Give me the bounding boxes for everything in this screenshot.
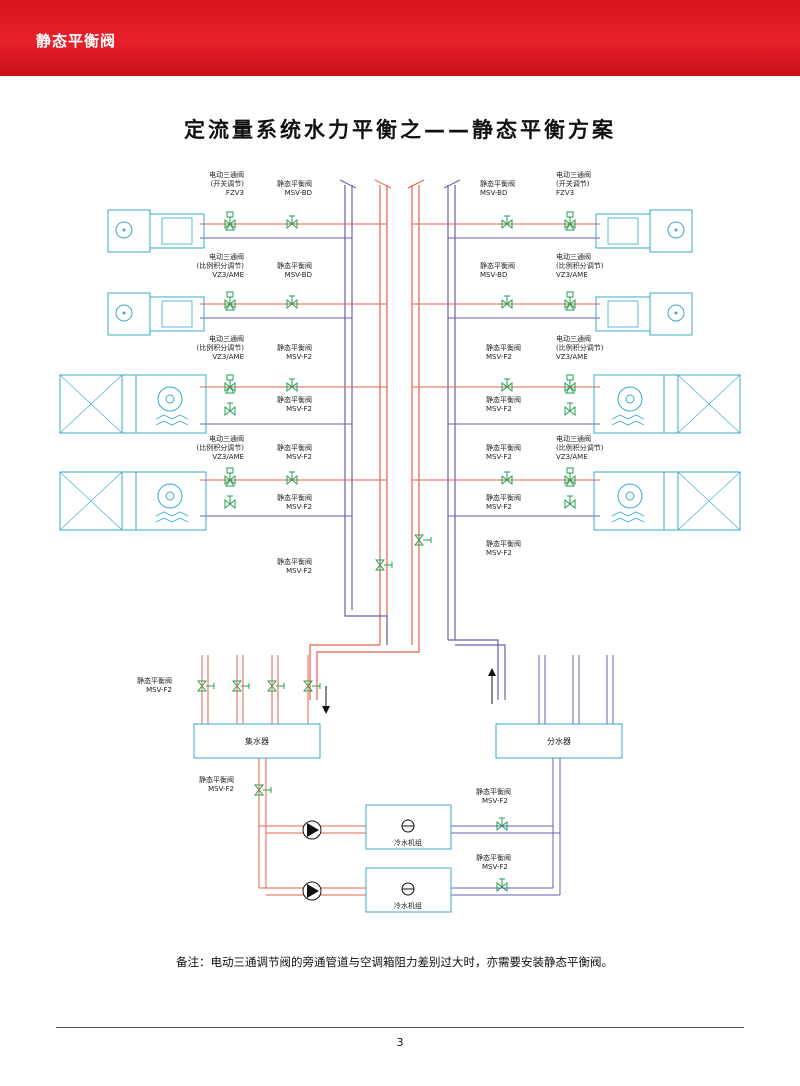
bal-name-r3: 静态平衡阀 xyxy=(486,343,521,352)
bal-name-r8: 静态平衡阀 xyxy=(476,787,511,796)
bal-name-l6: 静态平衡阀 xyxy=(277,493,312,502)
bal-name-l5: 静态平衡阀 xyxy=(277,443,312,452)
vz3-name-r3: 电动三通阀 xyxy=(556,434,591,443)
vz3-mode-r2: (比例积分调节) xyxy=(556,343,604,352)
header-bar: 静态平衡阀 xyxy=(0,0,800,76)
bal-name-l7: 静态平衡阀 xyxy=(277,557,312,566)
pump-icon xyxy=(302,820,322,901)
manifold-pipes xyxy=(201,655,614,730)
msvf2-l3: MSV-F2 xyxy=(286,353,312,361)
bal-name-r9: 静态平衡阀 xyxy=(476,853,511,862)
fzv3-mode-r: (开关调节) xyxy=(556,179,590,188)
collector-box xyxy=(193,723,321,759)
collector-label: 集水器 xyxy=(245,736,269,746)
chiller-2-box xyxy=(365,867,452,913)
vz3-name-l2: 电动三通阀 xyxy=(209,334,244,343)
bal-name-l2: 静态平衡阀 xyxy=(277,261,312,270)
branch-pipes xyxy=(200,223,600,517)
right-labels: 电动三通阀 (开关调节) FZV3 静态平衡阀 MSV-BD 电动三通阀 (比例… xyxy=(476,170,604,871)
chiller-2-label: 冷水机组 xyxy=(394,901,422,910)
vz3-model-l2: VZ3/AME xyxy=(212,353,244,361)
vz3-model-r1: VZ3/AME xyxy=(556,271,588,279)
chiller-1-box xyxy=(365,804,452,850)
msvf2-r8: MSV-F2 xyxy=(482,797,508,805)
bal-name-l9: 静态平衡阀 xyxy=(199,775,234,784)
vz3-name-r1: 电动三通阀 xyxy=(556,252,591,261)
vz3-mode-r1: (比例积分调节) xyxy=(556,261,604,270)
air-handling-units xyxy=(59,374,741,531)
vz3-name-l3: 电动三通阀 xyxy=(209,434,244,443)
distributor-label: 分水器 xyxy=(547,736,571,746)
bal-name-l3: 静态平衡阀 xyxy=(277,343,312,352)
bal-name-r1: 静态平衡阀 xyxy=(480,179,515,188)
msvbd-r1: MSV-BD xyxy=(480,189,507,197)
distributor-box xyxy=(495,723,623,759)
msvf2-l7: MSV-F2 xyxy=(286,567,312,575)
msvf2-l4: MSV-F2 xyxy=(286,405,312,413)
chiller-1-label: 冷水机组 xyxy=(394,838,422,847)
msvf2-l9: MSV-F2 xyxy=(208,785,234,793)
msvf2-l5: MSV-F2 xyxy=(286,453,312,461)
bal-name-r4: 静态平衡阀 xyxy=(486,395,521,404)
msvf2-r7: MSV-F2 xyxy=(486,549,512,557)
vz3-model-r2: VZ3/AME xyxy=(556,353,588,361)
fzv3-model-l: FZV3 xyxy=(226,189,244,197)
msvbd-r2: MSV-BD xyxy=(480,271,507,279)
msvf2-r6: MSV-F2 xyxy=(486,503,512,511)
bal-name-l8: 静态平衡阀 xyxy=(137,676,172,685)
msvf2-r9: MSV-F2 xyxy=(482,863,508,871)
fzv3-model-r: FZV3 xyxy=(556,189,574,197)
vz3-model-l3: VZ3/AME xyxy=(212,453,244,461)
fan-coil-units xyxy=(107,209,693,336)
bal-name-r5: 静态平衡阀 xyxy=(486,443,521,452)
bal-name-r2: 静态平衡阀 xyxy=(480,261,515,270)
msvbd-l2: MSV-BD xyxy=(285,271,312,279)
vz3-model-r3: VZ3/AME xyxy=(556,453,588,461)
msvbd-l1: MSV-BD xyxy=(285,189,312,197)
left-labels: 电动三通阀 (开关调节) FZV3 静态平衡阀 MSV-BD 电动三通阀 (比例… xyxy=(137,170,312,793)
vz3-mode-l1: (比例积分调节) xyxy=(197,261,245,270)
section-title: 静态平衡阀 xyxy=(36,32,117,50)
msvf2-r5: MSV-F2 xyxy=(486,453,512,461)
msvf2-r3: MSV-F2 xyxy=(486,353,512,361)
fzv3-name-l: 电动三通阀 xyxy=(209,170,244,179)
fzv3-mode-l: (开关调节) xyxy=(211,179,245,188)
page-title: 定流量系统水力平衡之——静态平衡方案 xyxy=(184,118,616,142)
msvf2-r4: MSV-F2 xyxy=(486,405,512,413)
chiller-icon xyxy=(401,819,415,896)
bal-name-l1: 静态平衡阀 xyxy=(277,179,312,188)
msvf2-l6: MSV-F2 xyxy=(286,503,312,511)
vz3-mode-l2: (比例积分调节) xyxy=(197,343,245,352)
fzv3-name-r: 电动三通阀 xyxy=(556,170,591,179)
bal-name-r6: 静态平衡阀 xyxy=(486,493,521,502)
bal-name-l4: 静态平衡阀 xyxy=(277,395,312,404)
page-number: 3 xyxy=(396,1036,404,1049)
footer-divider xyxy=(56,1027,744,1028)
vz3-name-l1: 电动三通阀 xyxy=(209,252,244,261)
vz3-name-r2: 电动三通阀 xyxy=(556,334,591,343)
vz3-mode-r3: (比例积分调节) xyxy=(556,443,604,452)
riser-pipes xyxy=(309,179,506,700)
bal-name-r7: 静态平衡阀 xyxy=(486,539,521,548)
msvf2-l8: MSV-F2 xyxy=(146,686,172,694)
vz3-mode-l3: (比例积分调节) xyxy=(197,443,245,452)
footnote: 备注：电动三通调节阀的旁通管道与空调箱阻力差别过大时，亦需要安装静态平衡阀。 xyxy=(176,955,613,969)
vz3-model-l1: VZ3/AME xyxy=(212,271,244,279)
